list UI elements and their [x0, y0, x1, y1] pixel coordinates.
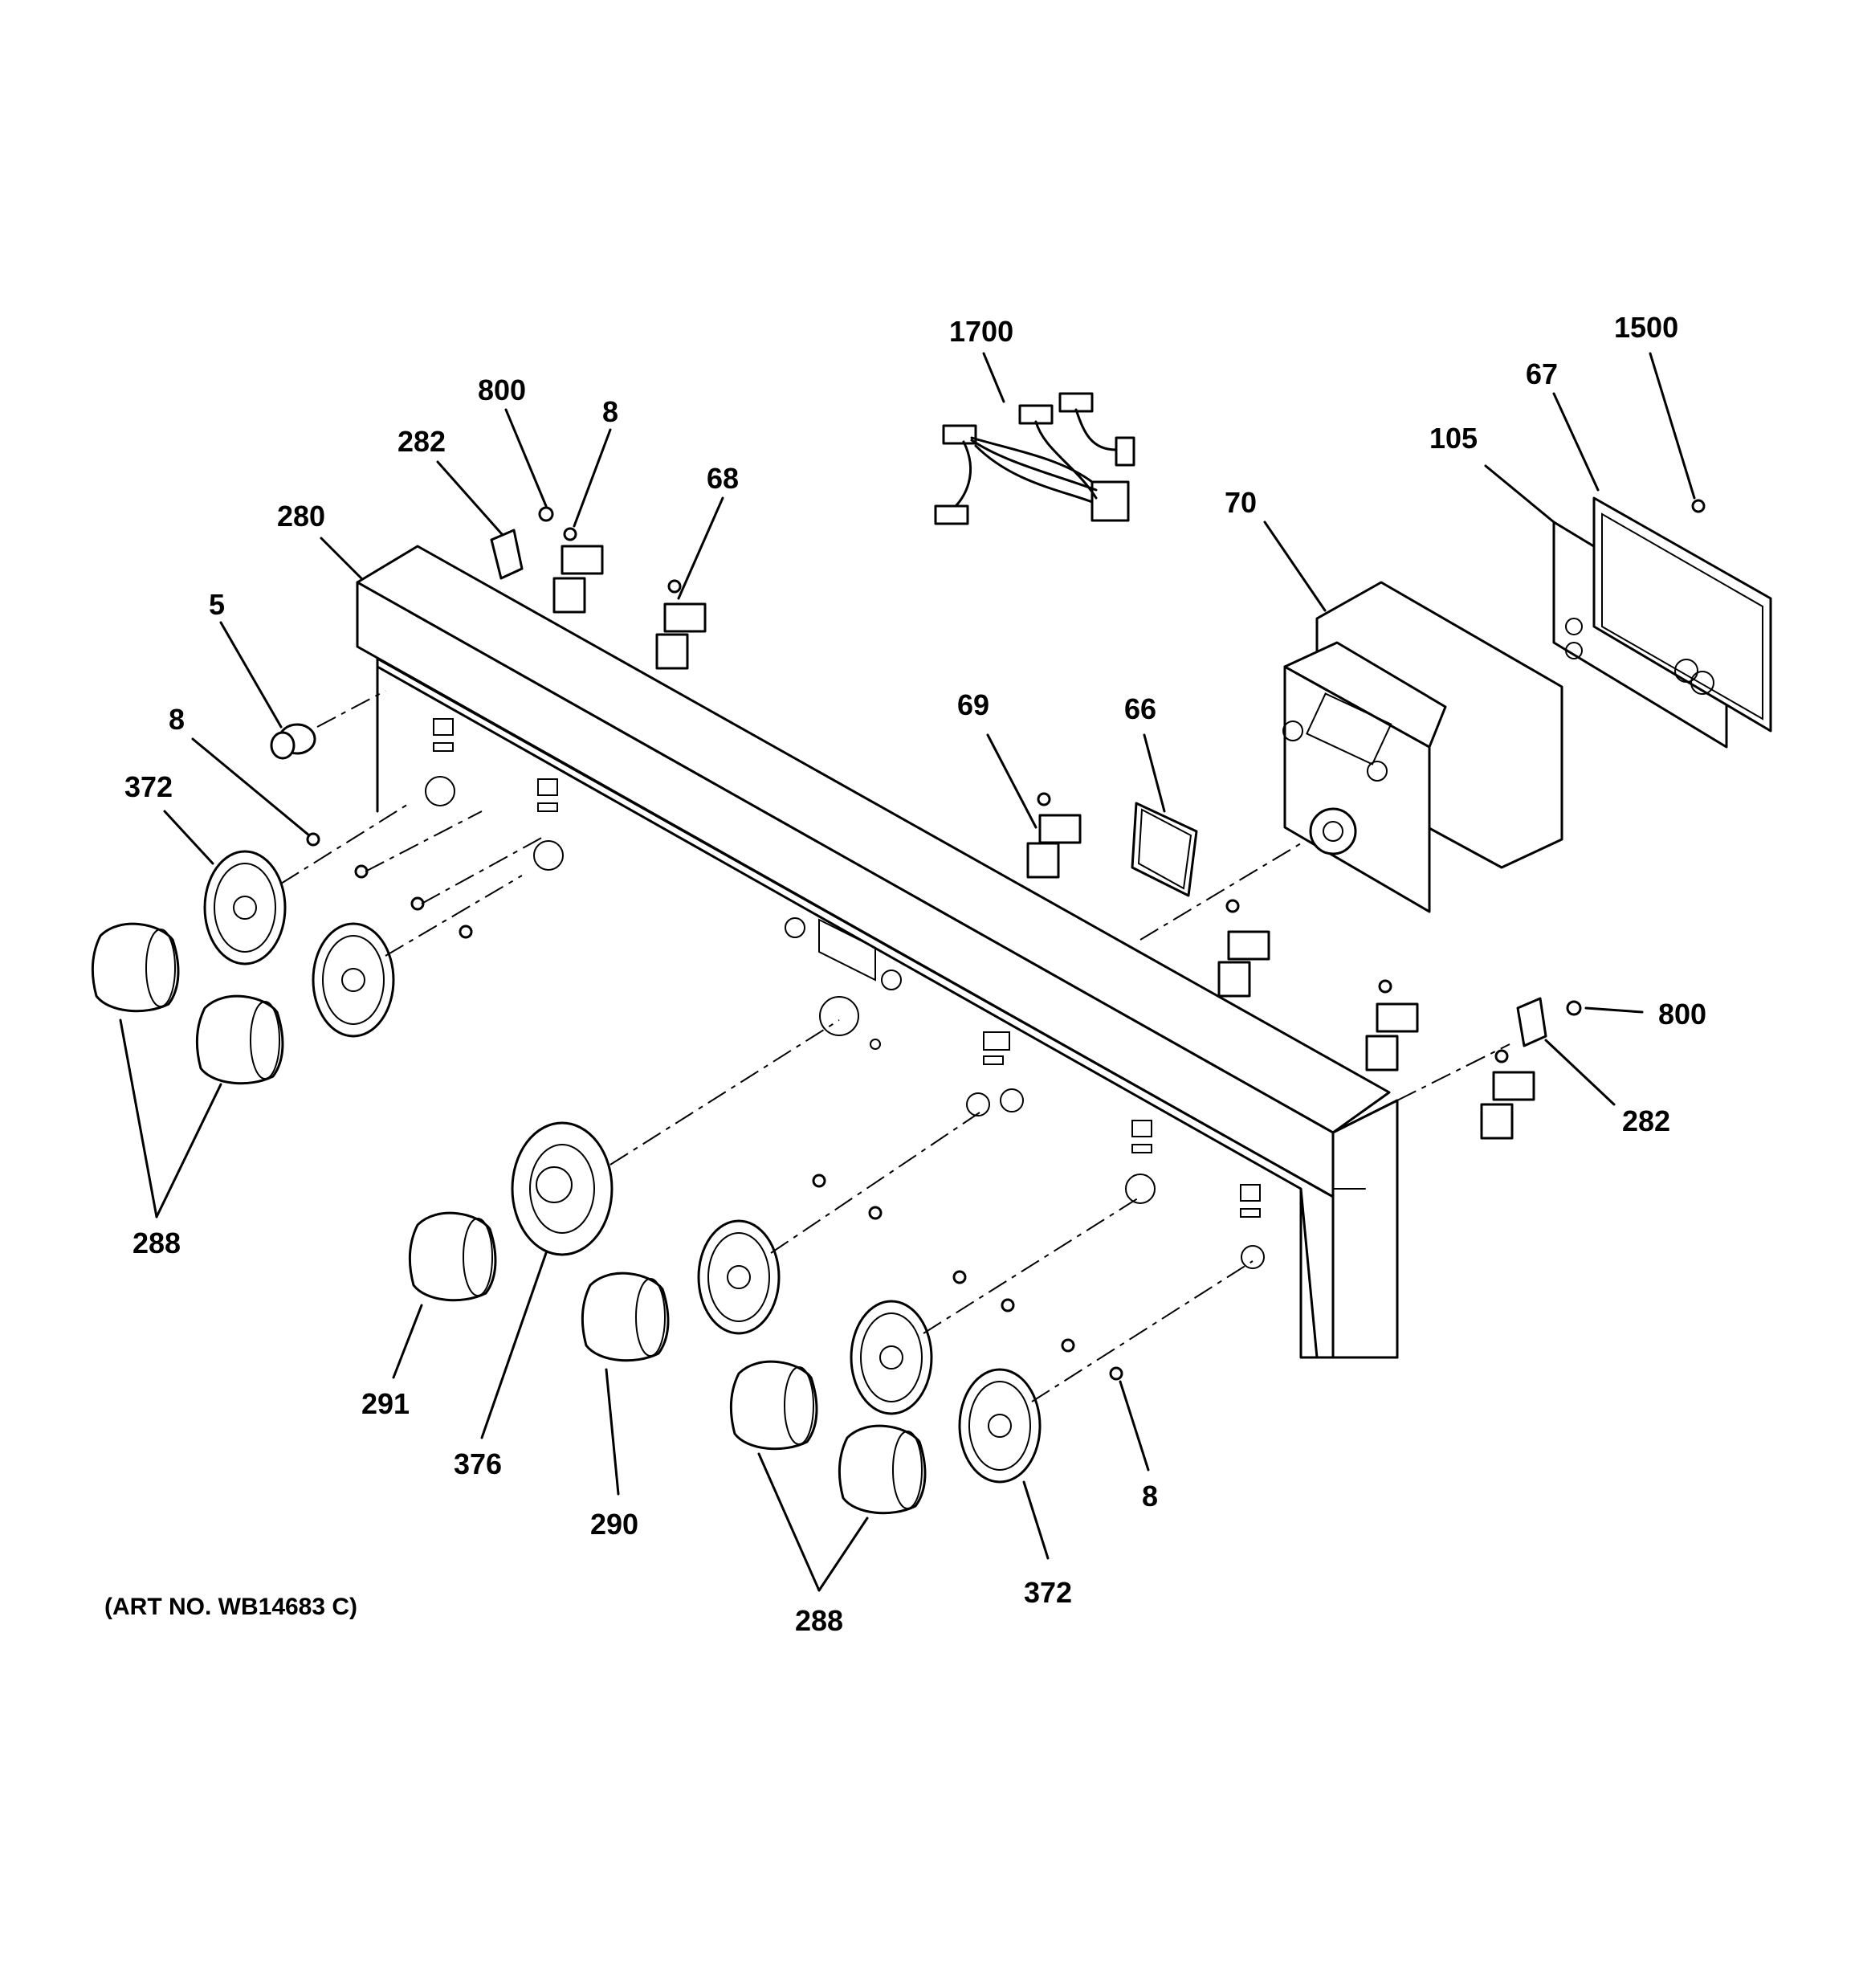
- window-glass-66: [1131, 802, 1198, 897]
- callout-290: 290: [590, 1508, 638, 1541]
- knob-288-b: [196, 994, 284, 1085]
- bezels: [203, 850, 1042, 1484]
- callout-372-bottom: 372: [1024, 1576, 1072, 1609]
- callout-8-left: 8: [169, 703, 185, 736]
- screws: [306, 499, 1706, 1381]
- bracket-68: [655, 602, 707, 670]
- bracket-mid: [1217, 930, 1270, 998]
- knob-288-d: [838, 1424, 927, 1515]
- callout-69: 69: [957, 688, 989, 721]
- knob-288-a: [92, 922, 180, 1013]
- callout-5: 5: [209, 588, 225, 621]
- bracket-282-right: [1516, 997, 1547, 1047]
- pushbutton-5: [270, 723, 316, 760]
- bracket-top-8: [552, 545, 604, 614]
- knob-290: [581, 1272, 670, 1362]
- callout-8-bottom: 8: [1142, 1480, 1158, 1512]
- callout-282-top: 282: [397, 425, 446, 458]
- panel-labels: [425, 718, 1265, 1269]
- assembly-lines: [280, 690, 1510, 1402]
- knobs: [92, 922, 927, 1515]
- bracket-right2: [1480, 1071, 1535, 1140]
- callout-288-bottom: 288: [795, 1604, 843, 1637]
- callout-280: 280: [277, 500, 325, 533]
- callout-8-top: 8: [602, 395, 618, 428]
- callout-291: 291: [361, 1387, 410, 1420]
- leader-lines: [119, 352, 1696, 1592]
- callout-66: 66: [1124, 692, 1156, 725]
- circuit-board-105: [1552, 496, 1772, 749]
- callout-372-left: 372: [124, 770, 173, 803]
- callout-70: 70: [1225, 486, 1257, 519]
- bracket-282-left: [490, 529, 524, 580]
- bracket-69: [1026, 814, 1082, 879]
- callout-376: 376: [454, 1447, 502, 1480]
- switch-brackets: [490, 529, 1547, 1140]
- knob-291: [409, 1211, 497, 1302]
- callout-labels: 1700 1500 67 105 70 800 8 282 68 280 5 8…: [124, 311, 1706, 1637]
- callout-1500: 1500: [1614, 311, 1678, 344]
- control-module-70: [1282, 581, 1563, 913]
- knob-288-c: [730, 1360, 818, 1451]
- control-panel-280: [356, 545, 1399, 1359]
- callout-288-left: 288: [132, 1227, 181, 1259]
- callout-800-top: 800: [478, 374, 526, 406]
- callout-105: 105: [1429, 422, 1478, 455]
- callout-68: 68: [707, 462, 739, 495]
- callout-800-right: 800: [1658, 998, 1706, 1031]
- bracket-right1: [1365, 1002, 1419, 1072]
- callout-1700: 1700: [949, 315, 1013, 348]
- callout-282-right: 282: [1622, 1104, 1670, 1137]
- callout-67: 67: [1526, 357, 1558, 390]
- art-number: (ART NO. WB14683 C): [104, 1594, 357, 1620]
- wire-harness-1700: [934, 392, 1135, 525]
